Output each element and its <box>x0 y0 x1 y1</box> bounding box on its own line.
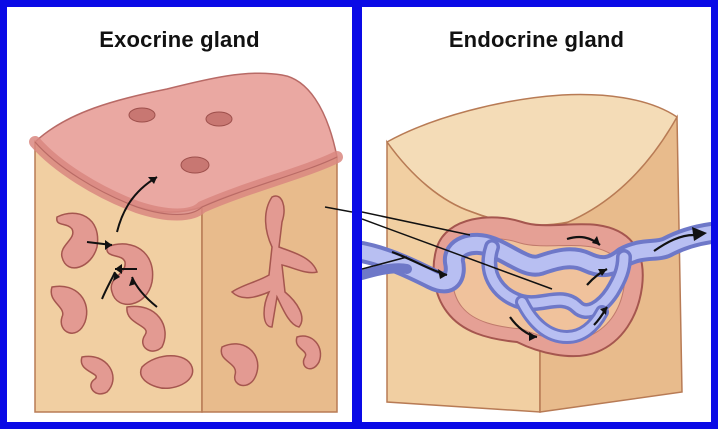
duct-opening <box>206 112 232 126</box>
exocrine-illustration <box>7 7 352 422</box>
endocrine-illustration <box>362 7 711 422</box>
exocrine-panel: Exocrine gland <box>7 7 352 422</box>
duct-opening <box>181 157 209 173</box>
duct-opening <box>129 108 155 122</box>
endocrine-panel: Endocrine gland <box>362 7 711 422</box>
